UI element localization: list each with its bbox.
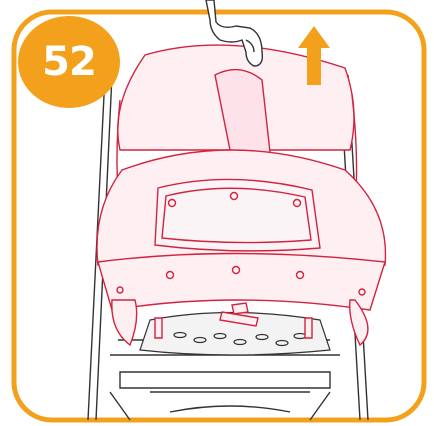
seat-fabric [97, 45, 386, 345]
step-number: 52 [42, 39, 96, 85]
step-badge: 52 [18, 16, 120, 108]
